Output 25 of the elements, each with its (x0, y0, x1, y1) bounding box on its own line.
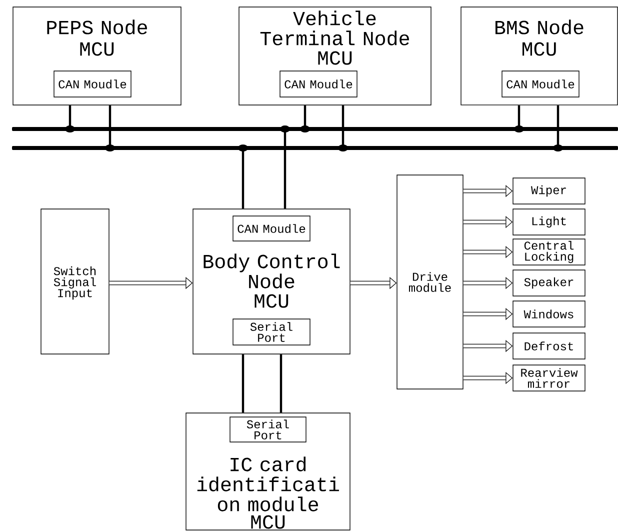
bus-connection (553, 105, 563, 152)
module-box: Serial Port (232, 318, 310, 346)
output-box: Central Locking (512, 238, 586, 266)
serial-connection (242, 354, 244, 413)
bus-connection (338, 105, 348, 152)
output-box: Windows (512, 300, 586, 328)
output-box: Wiper (512, 178, 586, 204)
output-box: Defrost (512, 332, 586, 360)
module-box: CAN Moudle (280, 70, 358, 98)
bus-connection (514, 105, 524, 132)
bus-connection (280, 126, 290, 209)
module-box: CAN Moudle (502, 70, 580, 98)
bus-connection (105, 105, 115, 152)
module-box: Serial Port (230, 416, 306, 442)
output-box: Rearview mirror (512, 364, 586, 392)
output-box: Light (512, 208, 586, 236)
bus-connection (300, 105, 310, 132)
input-box: Switch Signal Input (40, 208, 110, 354)
serial-connection (280, 354, 282, 413)
module-box: Drive module (396, 174, 464, 390)
module-box: CAN Moudle (232, 216, 310, 242)
bus-connection (65, 105, 75, 132)
output-box: Speaker (512, 270, 586, 296)
bus-connection (238, 144, 248, 209)
module-box: CAN Moudle (54, 70, 132, 98)
